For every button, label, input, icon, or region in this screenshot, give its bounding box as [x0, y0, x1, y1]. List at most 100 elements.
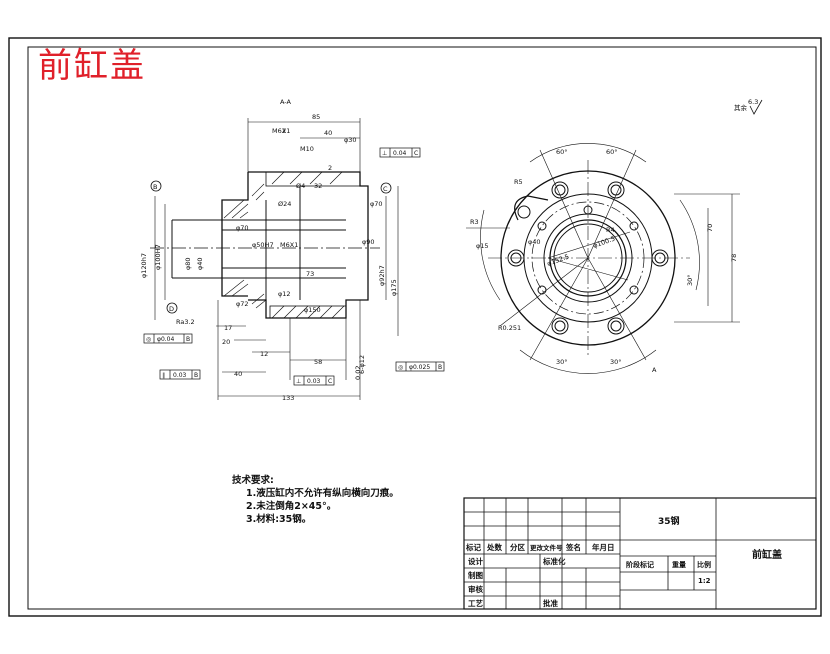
- dim-phi100h7: φ100H7: [154, 244, 162, 270]
- drawing-title: 前缸盖: [38, 46, 146, 86]
- tol-1-datum: C: [414, 150, 418, 157]
- tol-4-symbol: ⊥: [296, 378, 301, 385]
- view-dim-78: 78: [730, 254, 738, 262]
- tb-header-5: 年月日: [592, 542, 615, 552]
- tb-stage-mark: 阶段标记: [626, 560, 654, 569]
- tol-3-datum: B: [194, 372, 198, 379]
- dim-002: 0.02: [354, 366, 362, 380]
- view-dim-a: A: [652, 366, 657, 374]
- datum-b: B: [153, 183, 157, 191]
- dim-6phi12: 6-φ12: [358, 355, 366, 374]
- tol-3-symbol: ∥: [162, 372, 165, 379]
- tol-4-value: 0.03: [307, 378, 321, 385]
- tb-header-3: 更改文件号: [530, 543, 563, 552]
- dim-12: 12: [260, 350, 268, 358]
- tolerance-frames: [143, 147, 445, 386]
- datum-d: D: [169, 305, 174, 313]
- dim-20: 20: [222, 338, 230, 346]
- end-view-labels: 60° 60° R5 R3 φ15 φ40 φ152.5 φ100.5 R4 7…: [470, 148, 738, 374]
- roughness-value: 6.3: [748, 98, 758, 106]
- dim-phi92h7: φ92h7: [378, 265, 386, 286]
- dim-ra32: Ra3.2: [176, 318, 195, 326]
- end-view: [466, 143, 740, 374]
- view-dim-phi40: φ40: [528, 238, 541, 246]
- section-view: [150, 118, 399, 400]
- tolerance-frame-5: [395, 361, 445, 372]
- dim-phi24: Ø24: [278, 200, 291, 208]
- tb-material: 35钢: [658, 515, 680, 527]
- tb-part-name: 前缸盖: [752, 548, 782, 561]
- dim-m10: M10: [300, 145, 314, 153]
- dim-phi72: φ72: [236, 300, 249, 308]
- tb-scale: 1:2: [698, 577, 711, 585]
- tol-2-value: φ0.04: [157, 336, 175, 343]
- tol-2-symbol: ◎: [146, 336, 151, 343]
- dim-85: 85: [312, 113, 320, 121]
- view-dim-30a: 30°: [686, 274, 694, 286]
- view-dim-70: 70: [706, 224, 714, 232]
- dim-phi120h7: φ120h7: [140, 253, 148, 278]
- dim-phi150: φ150: [304, 306, 321, 314]
- technical-requirements: 技术要求: 1.液压缸内不允许有纵向横向刀痕。 2.未注倒角2×45°。 3.材…: [232, 474, 399, 526]
- tb-row-2: 审核: [468, 584, 483, 594]
- roughness-symbol: 其余 6.3: [734, 98, 763, 115]
- tb-header-4: 签名: [565, 542, 581, 552]
- tol-4-datum: C: [328, 378, 332, 385]
- tb-row-0: 设计: [468, 556, 483, 566]
- dim-phi90: φ90: [362, 238, 375, 246]
- tb-scale-label: 比例: [697, 560, 711, 569]
- tol-1-value: 0.04: [393, 150, 407, 157]
- tb-row-3: 工艺: [468, 598, 483, 608]
- view-dim-phi1005: φ100.5: [592, 235, 616, 250]
- dim-2b: 2: [328, 164, 332, 172]
- dim-40-b: 40: [234, 370, 242, 378]
- tol-5-datum: B: [438, 364, 442, 371]
- dim-m6x1-b: M6X1: [280, 241, 298, 249]
- dim-m6x1: M6X1: [272, 127, 290, 135]
- dim-phi80: φ80: [184, 257, 192, 270]
- dim-133: 133: [282, 394, 294, 402]
- title-block-text: 35钢 前缸盖 标记 处数 分区 更改文件号 签名 年月日 设计 制图 审核 工…: [465, 515, 782, 608]
- dim-phi70-top: φ70: [370, 200, 383, 208]
- bolt-holes: [507, 181, 669, 335]
- view-dim-r5: R5: [514, 178, 523, 186]
- dim-58: 58: [314, 358, 322, 366]
- tb-header-1: 处数: [486, 542, 502, 552]
- view-dim-30b: 30°: [556, 358, 568, 366]
- dim-17: 17: [224, 324, 232, 332]
- dim-phi4: Ø4: [296, 182, 305, 190]
- tb-row-1: 制图: [468, 570, 483, 580]
- tol-1-symbol: ⊥: [382, 150, 387, 157]
- tb-approval: 批准: [543, 598, 558, 608]
- requirement-item: 2.未注倒角2×45°。: [246, 501, 337, 512]
- tol-2-datum: B: [186, 336, 190, 343]
- tb-standardization: 标准化: [542, 556, 566, 566]
- inner-border: [27, 46, 817, 610]
- requirement-item: 3.材料:35钢。: [246, 514, 312, 525]
- dim-phi30: φ30: [344, 136, 357, 144]
- dim-phi70: φ70: [236, 224, 249, 232]
- dim-32: 32: [314, 182, 322, 190]
- view-dim-phi15: φ15: [476, 242, 489, 250]
- dim-phi40: φ40: [196, 257, 204, 270]
- tol-5-symbol: ◎: [398, 364, 403, 371]
- section-dimension-labels: A-A 85 40 2 M6X1 M10 φ30 2 Ø4 32 φ70 φ90…: [140, 98, 398, 402]
- dim-phi175: φ175: [390, 279, 398, 296]
- tb-header-2: 分区: [510, 542, 525, 552]
- title-block: [463, 497, 817, 610]
- tol-5-value: φ0.025: [409, 364, 430, 371]
- tolerance-texts: ⊥ 0.04 C ◎ φ0.04 B ∥ 0.03 B ⊥ 0.03 C ◎ φ…: [146, 150, 442, 385]
- tb-weight: 重量: [672, 560, 686, 569]
- view-dim-r4: R4: [606, 226, 615, 234]
- tolerance-frame-4: [293, 375, 335, 386]
- datum-markers: B C D: [150, 180, 392, 314]
- roughness-note: 其余: [734, 103, 748, 112]
- tolerance-frame-1: [379, 147, 421, 158]
- outer-border: [8, 37, 822, 617]
- dim-phi50h7: φ50H7: [252, 241, 274, 249]
- tol-3-value: 0.03: [173, 372, 187, 379]
- requirement-item: 1.液压缸内不允许有纵向横向刀痕。: [246, 488, 399, 499]
- dim-phi12: φ12: [278, 290, 291, 298]
- view-dim-30c: 30°: [610, 358, 622, 366]
